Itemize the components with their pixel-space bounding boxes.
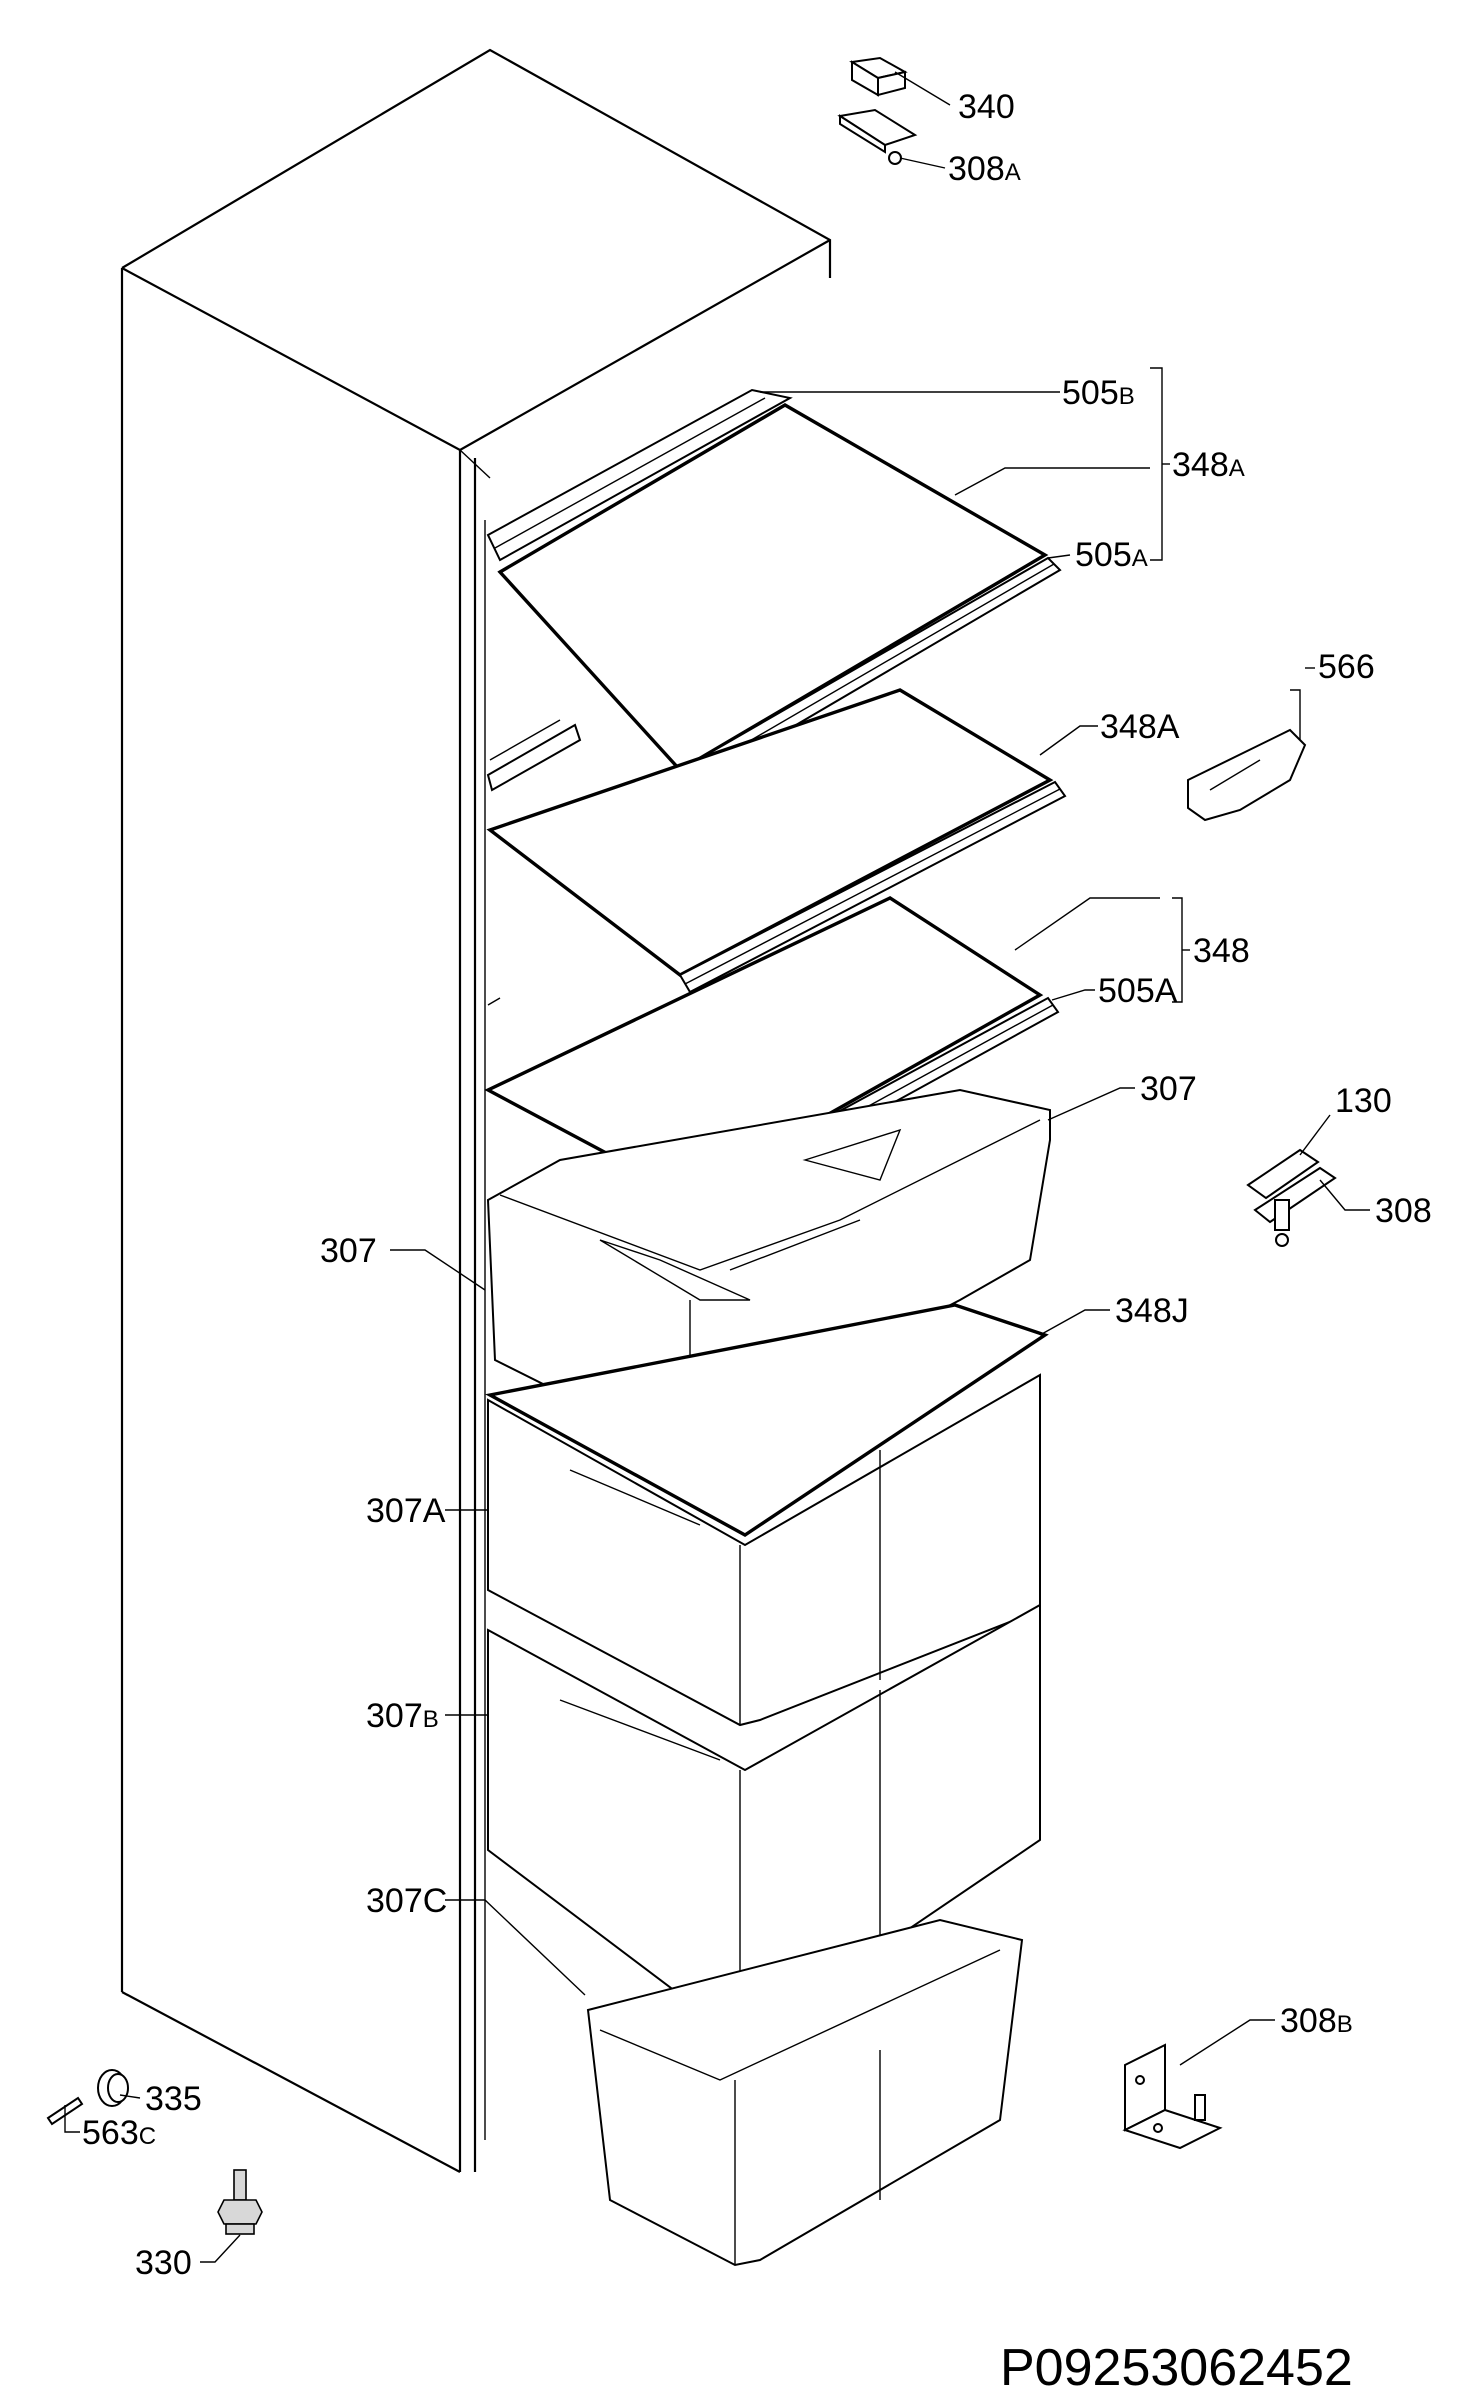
callout-563c: 563C bbox=[82, 2114, 156, 2152]
drawer-307c bbox=[586, 1918, 1024, 2267]
leader-lines bbox=[64, 71, 1370, 2263]
svg-text:340: 340 bbox=[958, 88, 1015, 126]
callout-348: 348 bbox=[1193, 932, 1250, 970]
callout-348j: 348J bbox=[1115, 1292, 1189, 1330]
callout-348a-top: 348A bbox=[1172, 446, 1245, 484]
cabinet-body bbox=[120, 48, 832, 2173]
part-340-hinge-cover bbox=[849, 56, 908, 97]
document-id: P09253062452 bbox=[1000, 2339, 1353, 2397]
part-566-bracket bbox=[1187, 728, 1307, 822]
part-130-308-middle-hinge bbox=[1246, 1148, 1337, 1247]
callout-330: 330 bbox=[135, 2244, 192, 2282]
callout-130: 130 bbox=[1335, 1082, 1392, 1120]
callout-307a: 307A bbox=[366, 1492, 446, 1530]
svg-text:348: 348 bbox=[1193, 932, 1250, 970]
callout-335: 335 bbox=[145, 2080, 202, 2118]
callout-307c: 307C bbox=[366, 1882, 447, 1920]
callout-505b: 505B bbox=[1062, 374, 1135, 412]
part-308a-top-hinge bbox=[837, 108, 918, 165]
svg-text:566: 566 bbox=[1318, 648, 1375, 686]
svg-text:330: 330 bbox=[135, 2244, 192, 2282]
drawer-307a bbox=[487, 1373, 1041, 1727]
callout-307-left: 307 bbox=[320, 1232, 377, 1270]
svg-text:563C: 563C bbox=[82, 2114, 156, 2152]
callout-348a-mid: 348A bbox=[1100, 708, 1180, 746]
callout-566: 566 bbox=[1318, 648, 1375, 686]
svg-text:307: 307 bbox=[320, 1232, 377, 1270]
shelf-348a-top bbox=[486, 388, 1062, 788]
svg-text:307: 307 bbox=[1140, 1070, 1197, 1108]
callout-308: 308 bbox=[1375, 1192, 1432, 1230]
svg-text:308: 308 bbox=[1375, 1192, 1432, 1230]
callout-505a-top: 505A bbox=[1075, 536, 1148, 574]
part-308b-bottom-hinge bbox=[1122, 2043, 1223, 2150]
callout-505a-low: 505A bbox=[1098, 972, 1178, 1010]
shelf-348j bbox=[485, 1303, 1049, 1537]
callout-308a: 308A bbox=[948, 150, 1021, 188]
svg-text:307C: 307C bbox=[366, 1882, 447, 1920]
callout-308b: 308B bbox=[1280, 2002, 1353, 2040]
svg-text:308B: 308B bbox=[1280, 2002, 1353, 2040]
svg-text:130: 130 bbox=[1335, 1082, 1392, 1120]
svg-text:348J: 348J bbox=[1115, 1292, 1189, 1330]
svg-text:308A: 308A bbox=[948, 150, 1021, 188]
callout-340: 340 bbox=[958, 88, 1015, 126]
svg-text:348A: 348A bbox=[1100, 708, 1180, 746]
svg-text:505B: 505B bbox=[1062, 374, 1135, 412]
svg-text:307A: 307A bbox=[366, 1492, 446, 1530]
svg-text:348A: 348A bbox=[1172, 446, 1245, 484]
callout-307-right: 307 bbox=[1140, 1070, 1197, 1108]
svg-text:505A: 505A bbox=[1075, 536, 1148, 574]
svg-text:505A: 505A bbox=[1098, 972, 1178, 1010]
callout-307b: 307B bbox=[366, 1697, 439, 1735]
shelf-348a-mid bbox=[486, 688, 1067, 994]
part-335-roller bbox=[97, 2069, 129, 2107]
part-330-adjustable-foot bbox=[217, 2169, 263, 2235]
svg-text:335: 335 bbox=[145, 2080, 202, 2118]
svg-text:307B: 307B bbox=[366, 1697, 439, 1735]
